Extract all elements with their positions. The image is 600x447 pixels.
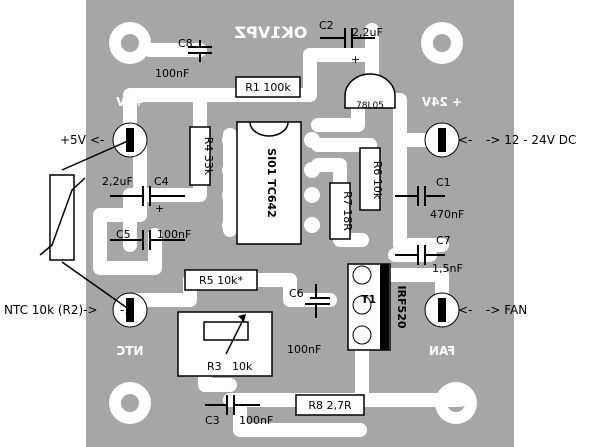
capacitor-c6 [305, 284, 330, 318]
ext-arrow-24v: <- [458, 133, 472, 147]
ic-pads [222, 132, 320, 233]
label-r1: R1 100k [245, 81, 291, 94]
label-c7: C7 [436, 234, 451, 247]
label-c6-value: 100nF [287, 343, 321, 356]
capacitor-c5 [110, 230, 185, 250]
capacitor-c7 [395, 245, 445, 265]
label-c8: C8 [178, 37, 193, 50]
label-t1-type: IRF520 [395, 285, 408, 328]
label-r8: R8 2,7R [308, 399, 352, 412]
mounting-hole-inner [433, 34, 451, 52]
ic-notch [249, 121, 289, 137]
label-r3: R3 [207, 360, 222, 373]
label-c4: C4 [154, 175, 169, 188]
silk-fan: FAN [429, 344, 455, 358]
ext-arrow-fan: <- [458, 303, 472, 317]
silk-ntc: NTC [116, 344, 143, 358]
ntc-thermistor [39, 139, 131, 311]
capacitor-c8 [188, 40, 212, 62]
mounting-hole-inner [121, 34, 139, 52]
resistor-r7 [329, 182, 351, 240]
capacitor-c3 [205, 395, 260, 415]
label-c3-value: 100nF [239, 414, 273, 427]
resistor-r8 [295, 394, 365, 416]
label-c2: C2 [319, 19, 334, 32]
regulator-78l05 [344, 73, 396, 109]
mounting-hole-inner [121, 394, 139, 412]
ext-label-ntc: NTC 10k (R2)-> [4, 303, 98, 317]
connector-fan [424, 292, 460, 328]
transistor-t1 [347, 263, 391, 351]
label-c5: C5 [116, 228, 131, 241]
capacitor-c4 [110, 186, 185, 206]
c2-polarity: + [351, 53, 360, 66]
capacitor-c1 [395, 186, 445, 206]
label-c8-value: 100nF [155, 67, 189, 80]
label-r7: R7 18R [341, 191, 354, 231]
label-c5-value: 100nF [157, 228, 191, 241]
ext-arrow-ntc: -> [120, 303, 134, 317]
label-r3-value: 10k [232, 360, 253, 373]
silk-plus5v: +5V [115, 95, 143, 109]
potentiometer-r3 [177, 311, 273, 377]
label-c7-value: 1,5nF [432, 262, 463, 275]
ext-label-fan: -> FAN [486, 303, 527, 317]
label-c1-value: 470nF [430, 208, 464, 221]
ic-tc642 [236, 121, 302, 245]
resistor-r5 [184, 269, 258, 291]
silk-plus24v: + 24V [421, 95, 462, 109]
label-c2-value: 2,2uF [352, 26, 383, 39]
label-ic: SI01 TC642 [265, 148, 278, 218]
label-c4-value: 2,2uF [102, 175, 133, 188]
ext-arrow-5v: <- [90, 133, 104, 147]
ext-label-supply: -> 12 - 24V DC [486, 133, 576, 147]
label-c1: C1 [436, 176, 451, 189]
capacitor-c2 [320, 28, 375, 48]
label-r5: R5 10k* [199, 274, 244, 287]
label-r4: R4 33k [202, 137, 215, 176]
resistor-r4 [189, 126, 211, 186]
c4-polarity: + [155, 202, 164, 215]
board-title: OK1VPZ [235, 23, 308, 42]
label-regulator: 78L05 [356, 101, 384, 111]
label-c6: C6 [289, 287, 304, 300]
label-c3: C3 [205, 414, 220, 427]
resistor-r1 [235, 76, 301, 98]
label-r6: R6 10k [371, 161, 384, 200]
connector-plus24v [424, 122, 460, 158]
label-t1: T1 [361, 293, 376, 306]
resistor-r6 [359, 147, 381, 211]
ext-label-plus5v: +5V [60, 133, 87, 147]
